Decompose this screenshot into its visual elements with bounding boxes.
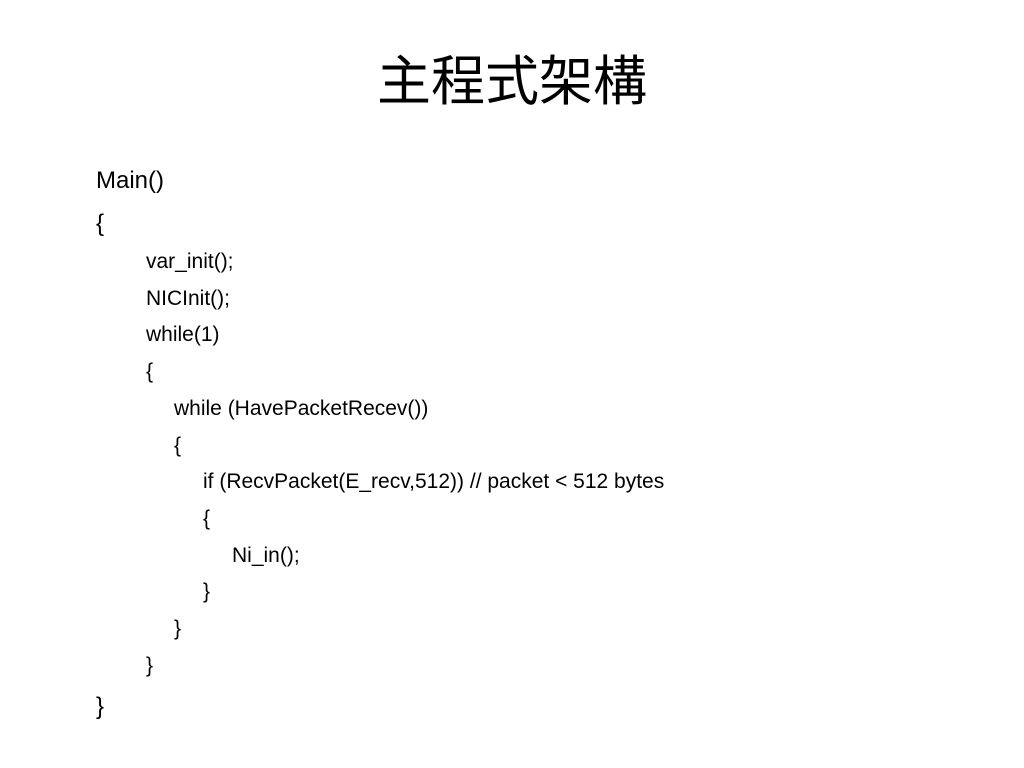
code-line: } xyxy=(96,693,105,720)
code-line: var_init(); xyxy=(146,250,234,273)
code-line: if (RecvPacket(E_recv,512)) // packet < … xyxy=(203,470,665,493)
code-line: } xyxy=(174,617,182,640)
code-line: } xyxy=(203,580,211,603)
code-line: while (HavePacketRecev()) xyxy=(174,397,429,420)
code-line: NICInit(); xyxy=(146,287,230,310)
slide-title: 主程式架構 xyxy=(377,50,647,113)
code-line: { xyxy=(146,360,154,383)
code-line: } xyxy=(146,654,154,677)
code-line: { xyxy=(96,210,105,237)
code-line: { xyxy=(174,434,182,457)
code-line: { xyxy=(203,507,211,530)
code-line: while(1) xyxy=(146,323,220,346)
code-line: Ni_in(); xyxy=(232,544,300,567)
code-line: Main() xyxy=(96,167,165,194)
